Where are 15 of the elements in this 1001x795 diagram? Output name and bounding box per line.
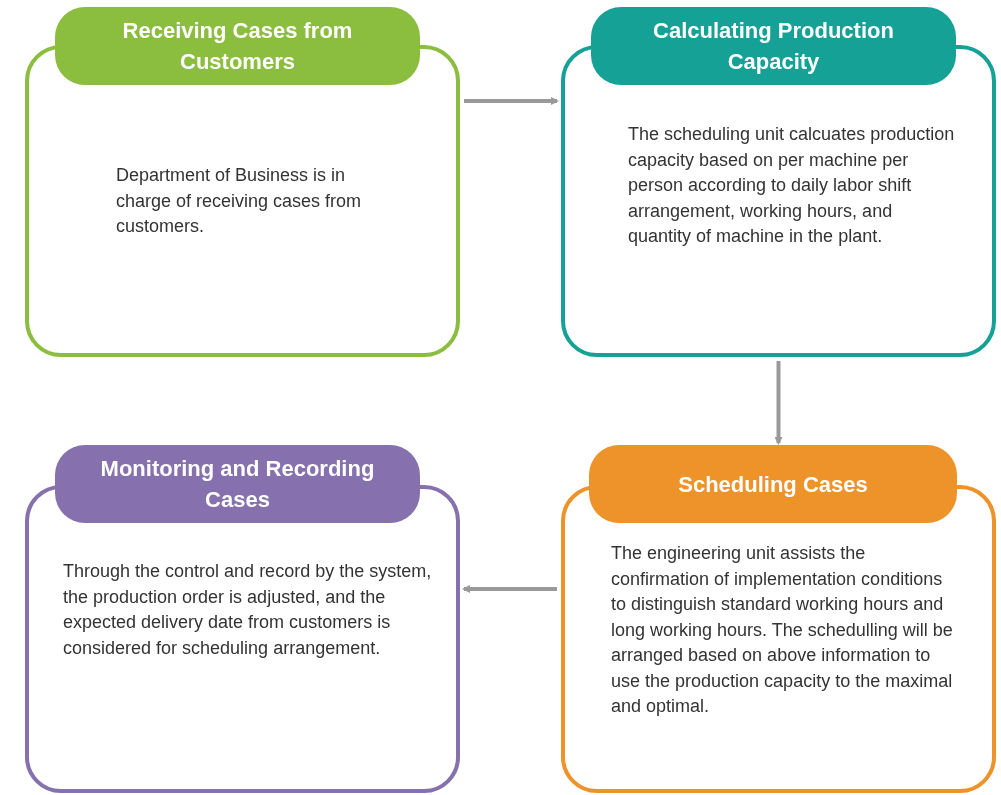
process-card	[561, 445, 996, 793]
process-card	[25, 445, 460, 793]
heading-pill: Receiving Cases from Customers	[55, 7, 420, 85]
process-card	[25, 7, 460, 357]
description-text: The scheduling unit calcuates production capacity based on per machine per person according to daily labor shift arrangement, working hours, and quantity of machine in the plant.	[628, 123, 956, 248]
heading-pill: Monitoring and Recording Cases	[55, 445, 420, 523]
arrow	[464, 97, 559, 105]
heading-pill: Scheduling Cases	[589, 445, 957, 523]
heading-pill: Calculating Production Capacity	[591, 7, 956, 85]
arrow	[462, 585, 557, 593]
description-text: Through the control and record by the system, the production order is adjusted, and the expected delivery date from customers is considered for scheduling arrangement.	[63, 560, 433, 660]
description-text: Department of Business is in charge of receiving cases from customers.	[116, 164, 363, 238]
arrow	[774, 361, 783, 445]
description-text: The engineering unit assists the confirmation of implementation conditions to distinguish standard working hours and long working hours. The schedulling will be arranged based on above information to use the production capacity to the maximal and optimal.	[611, 542, 954, 718]
process-card	[561, 7, 996, 357]
